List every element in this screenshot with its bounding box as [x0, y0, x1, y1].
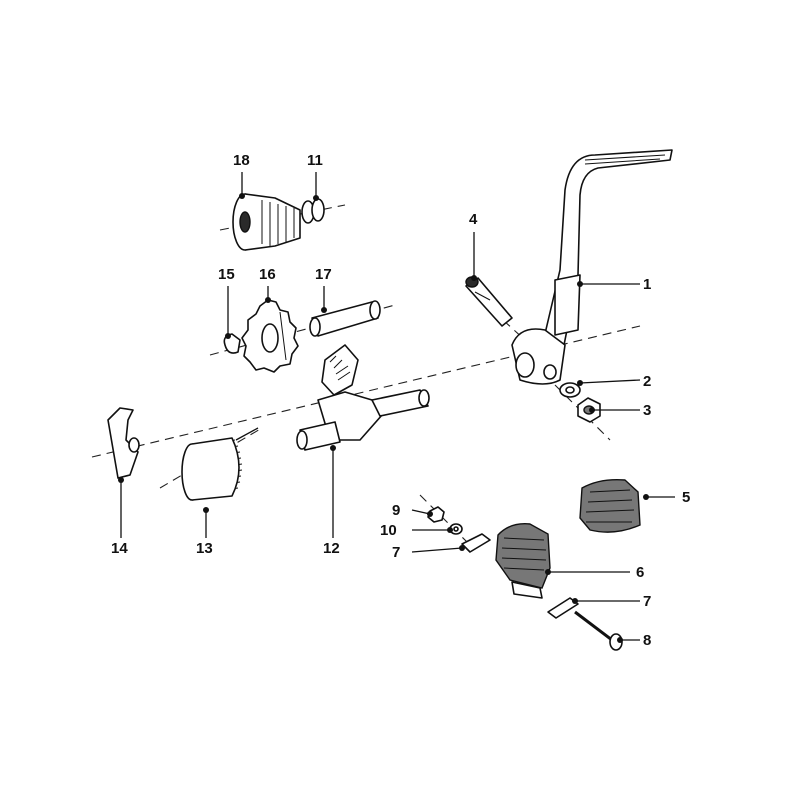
part-rings	[301, 198, 325, 224]
callout-13: 13	[196, 540, 213, 557]
callout-14: 14	[111, 540, 128, 557]
callout-11: 11	[307, 152, 323, 169]
part-bracket-upper	[461, 533, 491, 553]
callout-7b: 7	[643, 593, 651, 610]
leader-dots	[118, 193, 649, 643]
callout-8: 8	[643, 632, 651, 649]
part-spring	[181, 427, 259, 501]
part-main-shaft	[296, 344, 430, 451]
callout-6: 6	[636, 564, 644, 581]
callout-12: 12	[323, 540, 340, 557]
part-bracket-lower	[547, 597, 579, 619]
part-segment-stop	[107, 407, 140, 479]
part-gear-hub	[232, 193, 301, 251]
part-washer	[559, 382, 581, 398]
callout-labels: 1 2 3 4 5 6 7 7 8 9 10 11 12 13 14 15 16…	[111, 152, 690, 649]
part-rubber-block	[579, 478, 641, 533]
part-pin	[465, 276, 513, 327]
callout-10: 10	[380, 522, 397, 539]
callout-18: 18	[233, 152, 250, 169]
callout-17: 17	[315, 266, 332, 283]
callout-5: 5	[682, 489, 690, 506]
part-nut-small	[427, 506, 445, 523]
callout-7a: 7	[392, 544, 400, 561]
part-bolt	[574, 610, 623, 651]
part-rubber-pad	[495, 523, 551, 599]
part-shaft-sleeve	[309, 300, 381, 337]
leader-lines	[120, 172, 675, 641]
callout-9: 9	[392, 502, 400, 519]
callout-15: 15	[218, 266, 235, 283]
callout-3: 3	[643, 402, 651, 419]
callout-16: 16	[259, 266, 276, 283]
callout-4: 4	[469, 211, 478, 228]
part-gear	[241, 299, 299, 373]
callout-1: 1	[643, 276, 651, 293]
part-kickstart-lever	[511, 149, 673, 385]
callout-2: 2	[643, 373, 651, 390]
